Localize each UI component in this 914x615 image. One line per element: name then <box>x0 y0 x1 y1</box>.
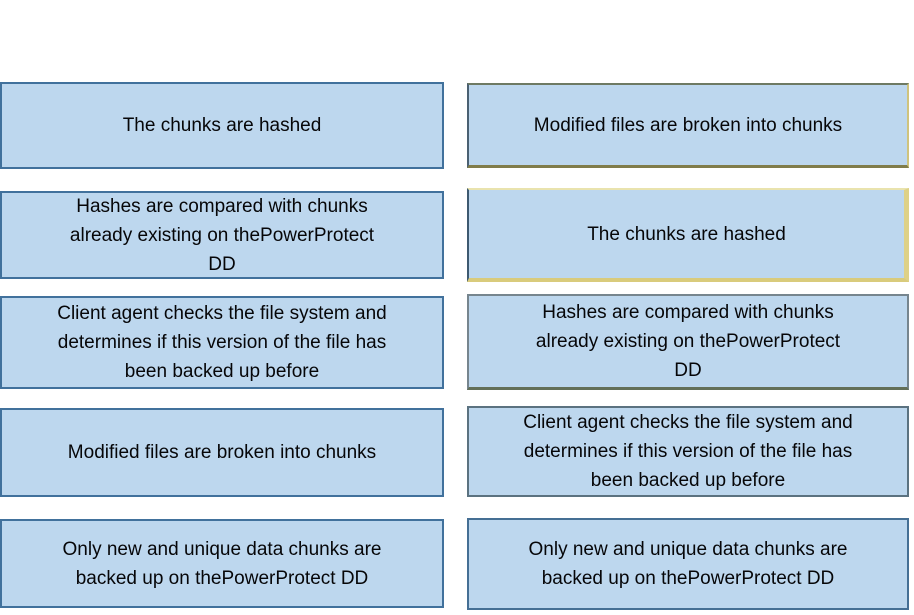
drop-target-item-5-label: Only new and unique data chunks are back… <box>528 539 848 589</box>
drop-target-item-1-label: Modified files are broken into chunks <box>533 114 843 136</box>
drag-source-item-1-label: The chunks are hashed <box>122 115 322 136</box>
drag-source-item-5[interactable]: Only new and unique data chunks are back… <box>0 519 444 608</box>
drop-target-item-4-label: Client agent checks the file system and … <box>523 412 853 491</box>
drop-target-item-3[interactable]: Hashes are compared with chunks already … <box>467 294 909 390</box>
drag-source-item-4[interactable]: Modified files are broken into chunks <box>0 408 444 497</box>
drop-target-item-2[interactable]: The chunks are hashed <box>467 188 909 282</box>
drop-target-item-5[interactable]: Only new and unique data chunks are back… <box>467 518 909 610</box>
drop-target-item-3-label: Hashes are compared with chunks already … <box>535 302 841 381</box>
drag-source-item-2[interactable]: Hashes are compared with chunks already … <box>0 191 444 279</box>
drag-source-item-1[interactable]: The chunks are hashed <box>0 82 444 169</box>
drag-source-item-3-label: Client agent checks the file system and … <box>57 303 387 382</box>
drag-source-item-4-label: Modified files are broken into chunks <box>67 442 377 463</box>
drop-target-item-2-label: The chunks are hashed <box>587 223 786 245</box>
drag-source-item-3[interactable]: Client agent checks the file system and … <box>0 296 444 389</box>
drag-source-item-5-label: Only new and unique data chunks are back… <box>62 538 382 589</box>
drop-target-item-4[interactable]: Client agent checks the file system and … <box>467 406 909 497</box>
drop-target-item-1[interactable]: Modified files are broken into chunks <box>467 83 909 168</box>
drag-source-item-2-label: Hashes are compared with chunks already … <box>69 195 375 275</box>
